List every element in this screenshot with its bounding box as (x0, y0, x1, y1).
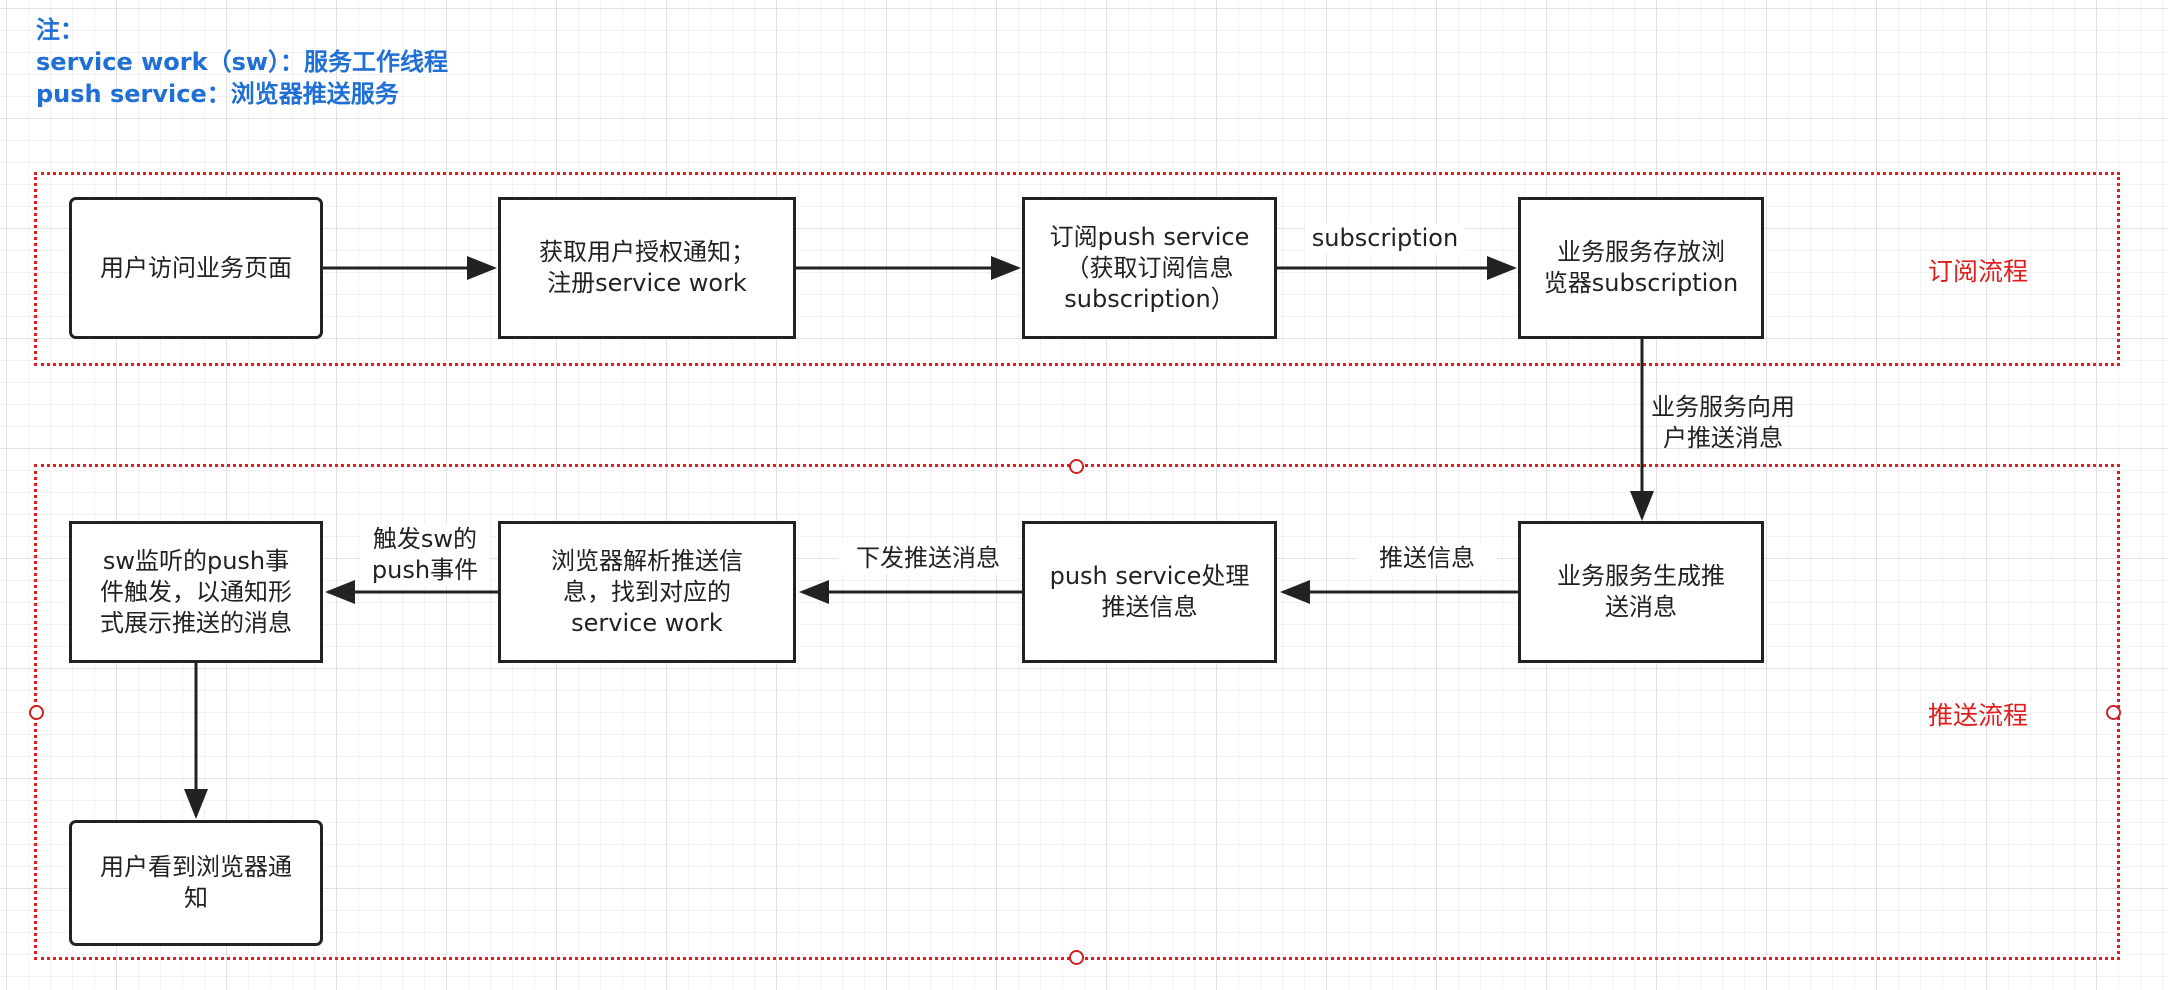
subscribe-flow-group[interactable] (34, 172, 2120, 366)
node-subscribe-push-service[interactable]: 订阅push service （获取订阅信息 subscription） (1022, 197, 1277, 339)
resize-handle-right[interactable] (2106, 705, 2121, 720)
node-sw-push-event[interactable]: sw监听的push事 件触发，以通知形 式展示推送的消息 (69, 521, 323, 663)
resize-handle-bottom[interactable] (1069, 950, 1084, 965)
node-browser-parse-message[interactable]: 浏览器解析推送信 息，找到对应的 service work (498, 521, 796, 663)
node-user-sees-notification[interactable]: 用户看到浏览器通 知 (69, 820, 323, 946)
edge-label-push-to-user: 业务服务向用 户推送消息 (1651, 393, 1795, 452)
edge-label-deliver-message: 下发推送消息 (838, 543, 1018, 574)
note-push-service: push service：浏览器推送服务 (36, 80, 399, 108)
node-store-subscription[interactable]: 业务服务存放浏 览器subscription (1518, 197, 1764, 339)
push-flow-label: 推送流程 (1928, 701, 2029, 730)
node-user-visit-page[interactable]: 用户访问业务页面 (69, 197, 323, 339)
node-generate-push-message[interactable]: 业务服务生成推 送消息 (1518, 521, 1764, 663)
resize-handle-top[interactable] (1069, 459, 1084, 474)
node-get-permission-register-sw[interactable]: 获取用户授权通知； 注册service work (498, 197, 796, 339)
node-push-service-process[interactable]: push service处理 推送信息 (1022, 521, 1277, 663)
note-heading: 注： (36, 16, 84, 44)
subscribe-flow-label: 订阅流程 (1928, 257, 2029, 286)
edge-label-subscription: subscription (1305, 223, 1465, 254)
edge-label-trigger-sw: 触发sw的 push事件 (360, 524, 490, 586)
resize-handle-left[interactable] (29, 705, 44, 720)
note-service-work: service work（sw）：服务工作线程 (36, 48, 449, 76)
edge-label-push-info: 推送信息 (1357, 543, 1497, 574)
